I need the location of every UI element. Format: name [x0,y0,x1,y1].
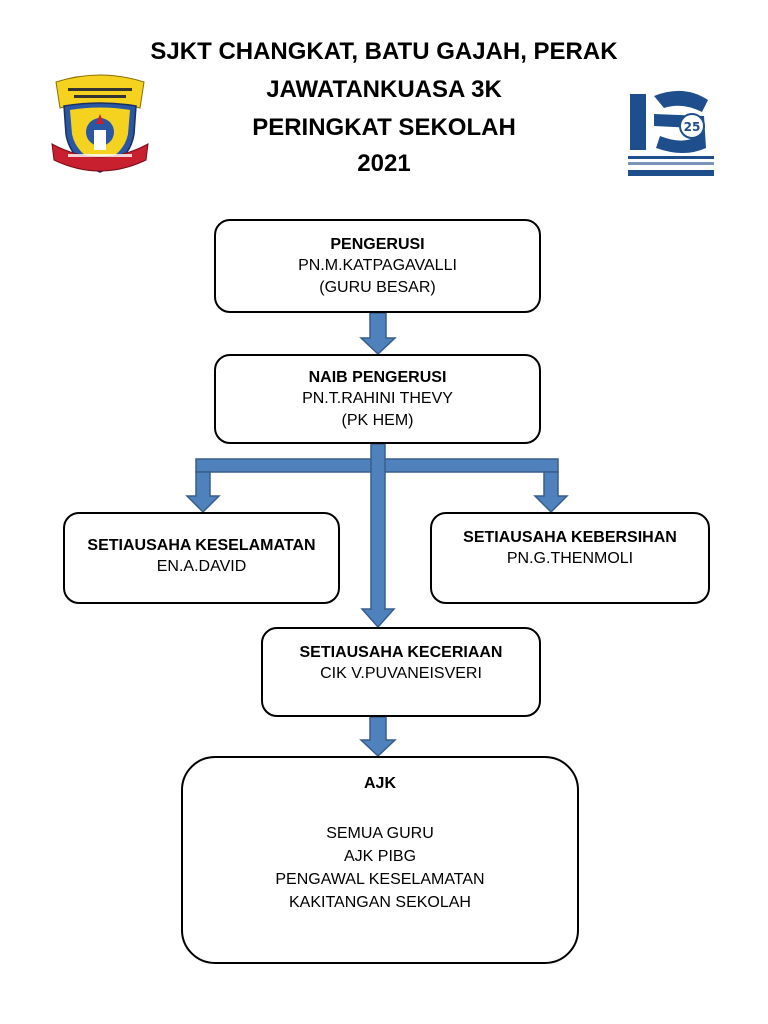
school-crest-icon [51,74,149,173]
cleanliness-secretary-role: SETIAUSAHA KEBERSIHAN [463,529,677,546]
ajk-member: SEMUA GURU [326,825,434,842]
svg-text:25: 25 [684,120,701,134]
vice-chairperson-note: (PK HEM) [341,412,414,429]
arrow-vice-to-cheer [360,443,396,629]
ajk-member: AJK PIBG [343,848,417,865]
chairperson-name: PN.M.KATPAGAVALLI [298,257,457,274]
committee-title: JAWATANKUASA 3K [266,76,502,103]
cheer-secretary-role: SETIAUSAHA KECERIAAN [299,644,503,661]
cheer-secretary-box: SETIAUSAHA KECERIAAN CIK V.PUVANEISVERI [261,627,541,717]
safety-secretary-name: EN.A.DAVID [156,558,247,575]
safety-secretary-box: SETIAUSAHA KESELAMATAN EN.A.DAVID [63,512,340,604]
vice-chairperson-role: NAIB PENGERUSI [308,369,447,386]
chairperson-note: (GURU BESAR) [319,279,436,296]
cheer-secretary-name: CIK V.PUVANEISVERI [320,665,482,682]
arrow-cheer-to-ajk [359,716,397,758]
ajk-role: AJK [363,775,396,792]
arrow-to-cleanliness [533,471,569,514]
program-25-logo-icon: 25 [624,86,718,180]
arrow-to-safety [185,471,221,514]
vice-chairperson-box: NAIB PENGERUSI PN.T.RAHINI THEVY (PK HEM… [214,354,541,444]
ajk-member: KAKITANGAN SEKOLAH [289,894,471,911]
chairperson-role: PENGERUSI [330,236,425,253]
chairperson-box: PENGERUSI PN.M.KATPAGAVALLI (GURU BESAR) [214,219,541,313]
arrow-chair-to-vice [359,312,397,356]
ajk-box: AJK SEMUA GURU AJK PIBG PENGAWAL KESELAM… [181,756,579,964]
year-title: 2021 [357,150,411,177]
cleanliness-secretary-name: PN.G.THENMOLI [506,550,634,567]
ajk-member: PENGAWAL KESELAMATAN [275,871,485,888]
school-name-title: SJKT CHANGKAT, BATU GAJAH, PERAK [150,38,618,65]
safety-secretary-role: SETIAUSAHA KESELAMATAN [87,537,316,554]
cleanliness-secretary-box: SETIAUSAHA KEBERSIHAN PN.G.THENMOLI [430,512,710,604]
level-title: PERINGKAT SEKOLAH [252,114,516,141]
vice-chairperson-name: PN.T.RAHINI THEVY [302,390,453,407]
